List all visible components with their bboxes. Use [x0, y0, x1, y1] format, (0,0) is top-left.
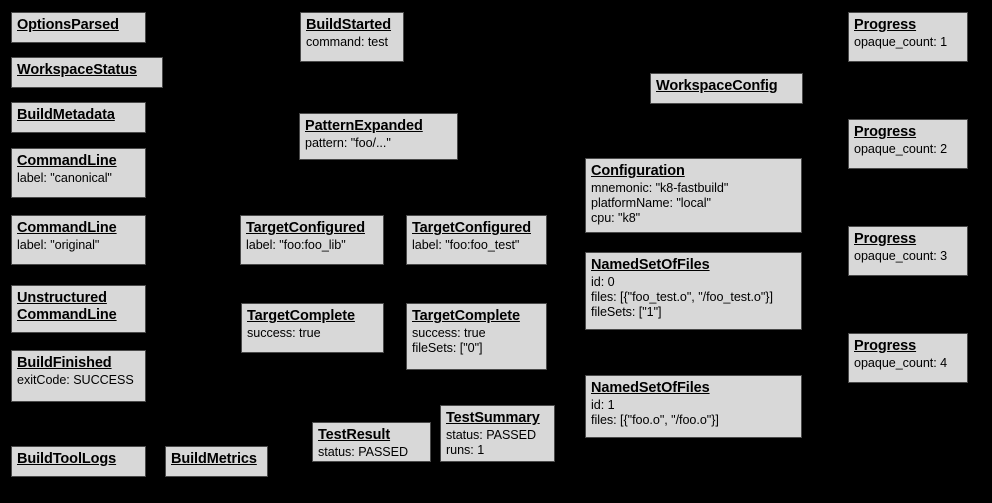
node-fields: pattern: "foo/...": [305, 136, 452, 151]
node-title: BuildToolLogs: [17, 451, 117, 467]
node-command-line-original[interactable]: CommandLine label: "original": [11, 215, 146, 265]
node-field: exitCode: SUCCESS: [17, 373, 134, 388]
node-field: command: test: [306, 35, 388, 50]
node-title: CommandLine: [17, 220, 117, 236]
node-title: WorkspaceStatus: [17, 62, 137, 78]
node-fields: command: test: [306, 35, 398, 50]
node-fields: exitCode: SUCCESS: [17, 373, 140, 388]
node-progress-4[interactable]: Progress opaque_count: 4: [848, 333, 968, 383]
node-field: success: true: [247, 326, 321, 341]
node-title: Unstructured CommandLine: [17, 290, 117, 324]
node-title: NamedSetOfFiles: [591, 257, 710, 273]
node-field: id: 0: [591, 275, 615, 290]
node-configuration[interactable]: Configuration mnemonic: "k8-fastbuild"pla…: [585, 158, 802, 233]
node-field: label: "foo:foo_lib": [246, 238, 346, 253]
node-field: status: PASSED: [318, 445, 409, 460]
node-field: opaque_count: 4: [854, 356, 948, 371]
node-field: opaque_count: 1: [854, 35, 948, 50]
node-title: TargetComplete: [412, 308, 520, 324]
node-field: fileSets: ["0"]: [412, 340, 483, 355]
node-build-metadata[interactable]: BuildMetadata: [11, 102, 146, 133]
node-field: pattern: "foo/...": [305, 136, 391, 151]
node-progress-3[interactable]: Progress opaque_count: 3: [848, 226, 968, 276]
node-command-line-canonical[interactable]: CommandLine label: "canonical": [11, 148, 146, 198]
node-title: Progress: [854, 124, 917, 140]
node-title: Configuration: [591, 163, 685, 179]
node-field: files: [{"foo_test.o", "/foo_test.o"}]: [591, 289, 773, 304]
node-title: TargetConfigured: [412, 220, 531, 236]
node-title: PatternExpanded: [305, 118, 423, 134]
node-unstructured-command-line[interactable]: Unstructured CommandLine: [11, 285, 146, 333]
node-title: Progress: [854, 17, 917, 33]
node-field: opaque_count: 3: [854, 249, 948, 264]
node-field: runs: 1: [446, 442, 485, 457]
node-target-configured-foo-lib[interactable]: TargetConfigured label: "foo:foo_lib": [240, 215, 384, 265]
node-options-parsed[interactable]: OptionsParsed: [11, 12, 146, 43]
node-fields: mnemonic: "k8-fastbuild"platformName: "l…: [591, 181, 796, 226]
node-field: success: true: [412, 326, 486, 341]
node-build-tool-logs[interactable]: BuildToolLogs: [11, 446, 146, 477]
node-field: fileSets: ["1"]: [591, 304, 662, 319]
node-fields: opaque_count: 4: [854, 356, 962, 371]
node-title: NamedSetOfFiles: [591, 380, 710, 396]
node-fields: opaque_count: 2: [854, 142, 962, 157]
node-test-result[interactable]: TestResult status: PASSED: [312, 422, 431, 462]
node-title: OptionsParsed: [17, 17, 119, 33]
node-fields: success: true: [247, 326, 378, 341]
node-field: label: "canonical": [17, 171, 112, 186]
node-fields: status: PASSED: [318, 445, 425, 460]
node-build-finished[interactable]: BuildFinished exitCode: SUCCESS: [11, 350, 146, 402]
node-fields: label: "original": [17, 238, 140, 253]
node-fields: opaque_count: 3: [854, 249, 962, 264]
node-fields: label: "foo:foo_test": [412, 238, 541, 253]
node-target-complete-lib[interactable]: TargetComplete success: true: [241, 303, 384, 353]
node-field: mnemonic: "k8-fastbuild": [591, 181, 729, 196]
node-title: CommandLine: [17, 153, 117, 169]
node-fields: opaque_count: 1: [854, 35, 962, 50]
node-field: platformName: "local": [591, 195, 711, 210]
node-title: TestResult: [318, 427, 391, 443]
node-target-configured-foo-test[interactable]: TargetConfigured label: "foo:foo_test": [406, 215, 547, 265]
node-fields: label: "foo:foo_lib": [246, 238, 378, 253]
node-field: id: 1: [591, 398, 615, 413]
node-title: BuildMetadata: [17, 107, 115, 123]
node-title: TargetComplete: [247, 308, 355, 324]
node-title: TargetConfigured: [246, 220, 365, 236]
node-field: status: PASSED: [446, 428, 537, 443]
node-progress-1[interactable]: Progress opaque_count: 1: [848, 12, 968, 62]
node-field: files: [{"foo.o", "/foo.o"}]: [591, 412, 719, 427]
node-title: TestSummary: [446, 410, 540, 426]
node-title: BuildMetrics: [171, 451, 257, 467]
node-fields: label: "canonical": [17, 171, 140, 186]
node-title: Progress: [854, 231, 917, 247]
node-workspace-config[interactable]: WorkspaceConfig: [650, 73, 803, 104]
node-field: opaque_count: 2: [854, 142, 948, 157]
node-workspace-status[interactable]: WorkspaceStatus: [11, 57, 163, 88]
node-title: WorkspaceConfig: [656, 78, 778, 94]
node-build-started[interactable]: BuildStarted command: test: [300, 12, 404, 62]
node-pattern-expanded[interactable]: PatternExpanded pattern: "foo/...": [299, 113, 458, 160]
node-progress-2[interactable]: Progress opaque_count: 2: [848, 119, 968, 169]
node-build-metrics[interactable]: BuildMetrics: [165, 446, 268, 477]
node-field: label: "foo:foo_test": [412, 238, 520, 253]
node-title: BuildStarted: [306, 17, 392, 33]
node-title: BuildFinished: [17, 355, 112, 371]
node-field: cpu: "k8": [591, 210, 641, 225]
node-title: Progress: [854, 338, 917, 354]
node-field: label: "original": [17, 238, 100, 253]
